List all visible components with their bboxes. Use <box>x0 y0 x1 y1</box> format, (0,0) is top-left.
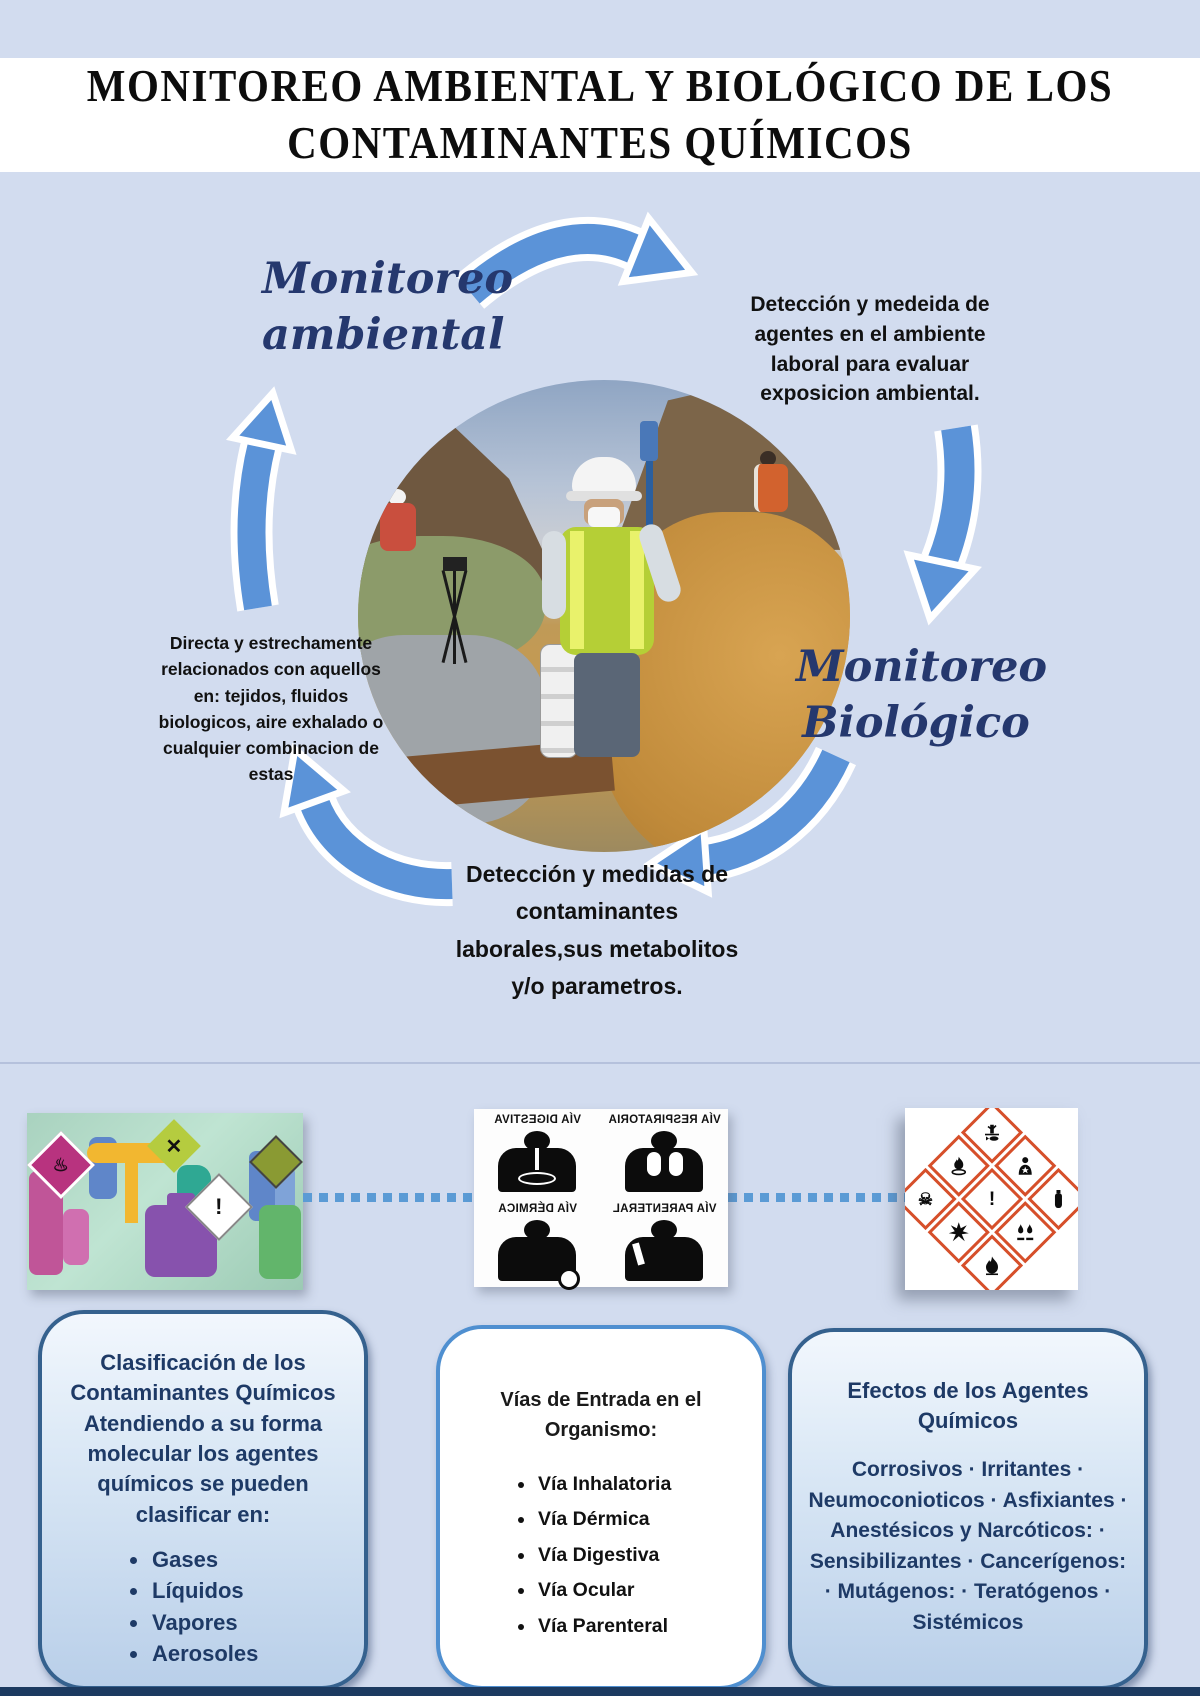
route-label: VÍA RESPIRATORIA <box>608 1114 721 1126</box>
list-item: Vía Dérmica <box>536 1502 762 1537</box>
arrow-up-icon <box>226 386 297 612</box>
paint-roller-handle <box>125 1161 138 1223</box>
photo-worker-right <box>752 450 788 521</box>
face-mask <box>587 507 620 528</box>
footer-bar <box>0 1687 1200 1696</box>
label-monitoreo-ambiental: Monitoreo ambiental <box>262 254 514 360</box>
body-silhouette-lungs-icon <box>625 1131 704 1193</box>
effects-body: Corrosivos · Irritantes · Neumoconiotico… <box>808 1458 1128 1634</box>
entry-routes-body-panel: VÍA RESPIRATORIA VÍA DIGESTIVA VÍA PAREN… <box>474 1109 728 1290</box>
photo-worker-left <box>378 488 420 555</box>
route-parenteral-figure: VÍA PARENTERAL <box>601 1198 728 1287</box>
entry-routes-box: Vías de Entrada en el Organismo: Vía Inh… <box>436 1325 766 1690</box>
section-divider-line <box>0 1062 1200 1064</box>
list-item: Aerosoles <box>150 1638 364 1669</box>
route-digestiva-figure: VÍA DIGESTIVA <box>474 1109 601 1198</box>
classification-list: GasesLíquidosVaporesAerosoles <box>42 1544 364 1669</box>
ghs-pictograms-panel: ! ☠ <box>905 1108 1078 1290</box>
page-title: MONITOREO AMBIENTAL Y BIOLÓGICO DE LOS C… <box>0 57 1200 172</box>
list-item: Líquidos <box>150 1575 364 1606</box>
ghs-diamond-grid: ! ☠ <box>905 1108 1078 1290</box>
oxidizer-icon <box>927 1134 990 1197</box>
dotted-connector-left <box>303 1193 474 1202</box>
list-item: Vapores <box>150 1607 364 1638</box>
gas-cylinder-icon <box>1026 1167 1078 1231</box>
text-deteccion-ambiental: Detección y medeida de agentes en el amb… <box>750 293 990 406</box>
classification-box: Clasificación de los Contaminantes Quími… <box>38 1310 368 1690</box>
entry-routes-list: Vía InhalatoriaVía DérmicaVía DigestivaV… <box>440 1467 762 1644</box>
corrosive-icon <box>993 1201 1056 1264</box>
jug-green <box>259 1205 301 1279</box>
body-silhouette-hand-icon <box>498 1220 581 1290</box>
list-item: Vía Digestiva <box>536 1538 762 1573</box>
entry-routes-title: Vías de Entrada en el Organismo: <box>500 1389 702 1441</box>
cycle-center-photo <box>358 380 850 852</box>
text-directa-relacionados: Directa y estrechamente relacionados con… <box>158 633 384 785</box>
sampling-device <box>639 421 658 462</box>
route-label: VÍA DÉRMICA <box>498 1203 577 1215</box>
health-hazard-icon <box>993 1134 1056 1197</box>
environment-hazard-icon <box>960 1108 1023 1164</box>
photo-worker-center <box>541 421 690 787</box>
page-title-line2: CONTAMINANTES QUÍMICOS <box>287 117 913 169</box>
header-band: MONITOREO AMBIENTAL Y BIOLÓGICO DE LOS C… <box>0 58 1200 172</box>
flammable-icon <box>960 1234 1023 1290</box>
dotted-connector-right <box>728 1193 905 1202</box>
explosive-icon <box>927 1201 990 1264</box>
photo-tripod <box>427 556 487 669</box>
label-monitoreo-biologico: Monitoreo Biológico <box>796 642 1048 748</box>
list-item: Vía Inhalatoria <box>536 1467 762 1502</box>
effects-box: Efectos de los Agentes Químicos Corrosiv… <box>788 1328 1148 1690</box>
list-item: Vía Parenteral <box>536 1609 762 1644</box>
body-silhouette-arm-icon <box>625 1220 704 1282</box>
route-label: VÍA DIGESTIVA <box>494 1114 581 1126</box>
arrow-down-icon <box>903 424 982 626</box>
route-respiratoria-figure: VÍA RESPIRATORIA <box>601 1109 728 1198</box>
route-label: VÍA PARENTERAL <box>612 1203 717 1215</box>
page-title-line1: MONITOREO AMBIENTAL Y BIOLÓGICO DE LOS <box>86 60 1114 111</box>
chemical-products-illustration: ♨ ✕ ! <box>27 1113 303 1290</box>
effects-title: Efectos de los Agentes Químicos <box>847 1378 1089 1433</box>
list-item: Vía Ocular <box>536 1573 762 1608</box>
classification-title: Clasificación de los Contaminantes Quími… <box>70 1350 336 1527</box>
route-dermica-figure: VÍA DÉRMICA <box>474 1198 601 1290</box>
body-silhouette-digestive-icon <box>498 1131 577 1193</box>
list-item: Gases <box>150 1544 364 1575</box>
bottle-pink <box>63 1209 89 1265</box>
text-deteccion-biologico: Detección y medidas de contaminantes lab… <box>455 861 739 999</box>
